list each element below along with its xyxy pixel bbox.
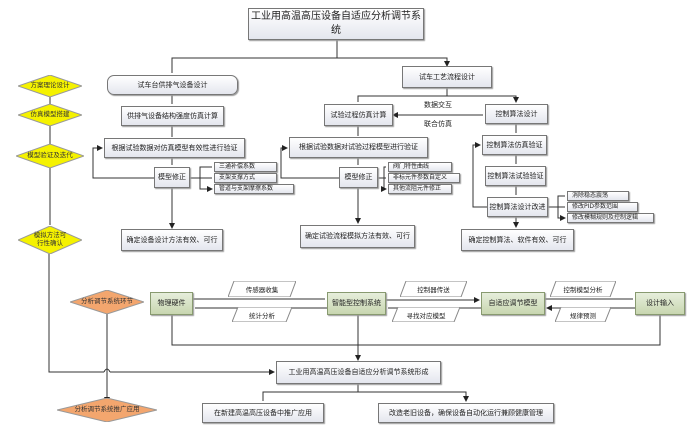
co-simulation-label: 联合仿真: [424, 120, 452, 128]
left-param: 三通补偿系数: [214, 162, 277, 172]
right-simv-box: 控制算法仿真验证: [482, 135, 547, 155]
left-param: 支架支撑方式: [214, 173, 277, 183]
right-param: 修改PID参数范围: [567, 202, 638, 212]
loop-node: 物理硬件: [150, 292, 193, 315]
phase-label: 分析调节系统推广应用: [74, 405, 140, 414]
flow-label: 规律预测: [555, 307, 611, 322]
left-param: 管道与支架摩擦系数: [214, 184, 294, 194]
phase-label: 仿真模型搭建: [30, 110, 70, 119]
phase-diamond: 方案理论设计: [18, 75, 82, 97]
mid-result-box: 确定试验流程模拟方法有效、可行: [300, 225, 415, 248]
mid-param: 其他流阻元件修正: [388, 184, 452, 194]
loop-node: 设计输入: [635, 292, 685, 315]
phase-diamond: 仿真模型搭建: [18, 104, 82, 126]
mid-param: 非标元件参数自定义: [388, 173, 460, 183]
right-improve-box: 控制算法设计改进: [487, 197, 548, 217]
mid-verify-box: 根据试验数据对试验过程模型进行验证: [289, 137, 428, 158]
application-box-retrofit: 改造老旧设备，确保设备自动化运行兼顾健康管理: [378, 403, 554, 423]
left-sim-box: 供排气设备结构强度仿真计算: [121, 106, 224, 126]
data-exchange-label: 数据交互: [424, 101, 452, 109]
left-verify-box: 根据试验数据对仿真模型有效性进行验证: [104, 138, 245, 158]
right-testv-box: 控制算法试验验证: [485, 166, 546, 186]
phase-diamond: 模拟方法可行性确认: [18, 226, 82, 254]
mid-sim-box: 试验过程仿真计算: [324, 104, 393, 126]
phase-diamond: 分析调节系统推广应用: [57, 398, 157, 422]
mid-fix-box: 模型修正: [339, 167, 378, 188]
right-design-box: 控制算法设计: [485, 104, 548, 124]
flow-label: 统计分析: [232, 307, 292, 322]
right-result-box: 确定控制算法、软件有效、可行: [461, 229, 574, 251]
phase-diamond: 分析调节系统环节: [70, 290, 144, 314]
phase-label: 模型验证及迭代: [27, 151, 73, 160]
phase-label: 模拟方法可行性确认: [33, 231, 67, 247]
page-title: 工业用高温高压设备自适应分析调节系统: [248, 8, 424, 40]
flow-label: 传感器收集: [228, 281, 296, 297]
left-result-box: 确定设备设计方法有效、可行: [121, 229, 223, 251]
phase-diamond: 模型验证及迭代: [16, 144, 84, 168]
phase-label: 方案理论设计: [30, 81, 70, 90]
right-param: 消除稳态震荡: [567, 191, 629, 201]
left-fix-box: 模型修正: [154, 167, 190, 188]
left-top-box: 试车台供排气设备设计: [107, 75, 238, 95]
right-param: 修改模糊规则及控制逻辑: [567, 213, 654, 223]
mid-param: 阀门特性曲线: [388, 162, 452, 172]
flow-label: 控制器传送: [400, 281, 467, 297]
system-formed-box: 工业用高温高压设备自适应分析调节系统形成: [276, 361, 441, 384]
flow-label: 寻找对应模型: [392, 307, 460, 322]
loop-node: 智能型控制系统: [327, 292, 386, 315]
application-box-new: 在新建高温高压设备中推广应用: [202, 403, 324, 423]
flow-label: 控制模型分析: [550, 281, 616, 297]
phase-label: 分析调节系统环节: [81, 297, 133, 306]
loop-node: 自适应调节模型: [481, 292, 545, 315]
mid-top-box: 试车工艺流程设计: [402, 66, 492, 88]
